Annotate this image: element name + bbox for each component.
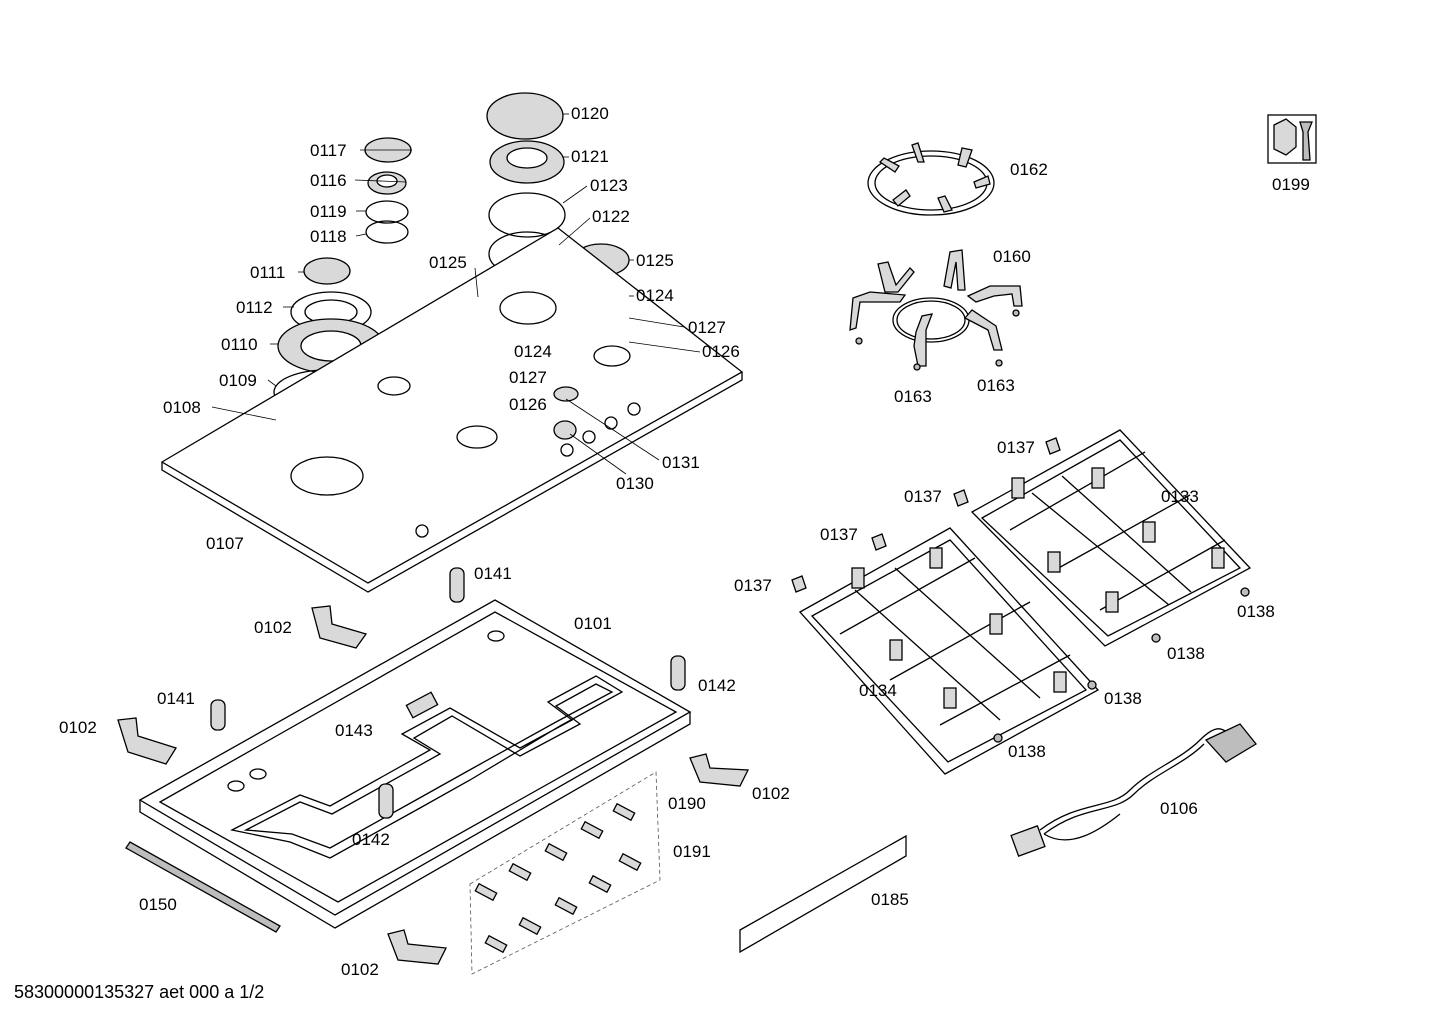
large-burner-parts [486,92,566,277]
label-0118: 0118 [310,227,347,246]
label-0191: 0191 [673,842,711,861]
leader-lines [211,113,701,475]
label-0108: 0108 [163,398,201,417]
label-0106: 0106 [1160,799,1198,818]
bottom-tray [138,599,692,929]
pan-support-right [970,429,1252,647]
label-0185: 0185 [871,890,909,909]
label-0137-1: 0137 [997,438,1035,457]
wok-support-ring [867,142,995,216]
label-0141-top: 0141 [474,564,512,583]
label-0160: 0160 [993,247,1031,266]
label-0102-2: 0102 [59,718,97,737]
pan-support-left [798,527,1100,775]
label-0124-left: 0124 [514,342,552,361]
label-0126-right: 0126 [702,342,740,361]
label-0199: 0199 [1272,175,1310,194]
label-0137-3: 0137 [820,525,858,544]
label-0102-1: 0102 [254,618,292,637]
label-0121: 0121 [571,147,609,166]
label-0127-right: 0127 [688,318,726,337]
label-0107: 0107 [206,534,244,553]
label-0116: 0116 [310,171,347,190]
seal-strip [125,841,281,933]
label-0141-left: 0141 [157,689,195,708]
label-0127-left: 0127 [509,368,547,387]
label-0163-left: 0163 [894,387,932,406]
label-0123: 0123 [590,176,628,195]
label-0142-bottom: 0142 [352,830,390,849]
label-0126-left: 0126 [509,395,547,414]
rubber-feet [210,567,686,819]
label-0122: 0122 [592,207,630,226]
label-0109: 0109 [219,371,257,390]
label-0124-right: 0124 [636,286,674,305]
label-0133: 0133 [1161,487,1199,506]
label-0190: 0190 [668,794,706,813]
label-0119: 0119 [310,202,347,221]
cooktop-plate [160,227,744,593]
label-0162: 0162 [1010,160,1048,179]
label-0137-4: 0137 [734,576,772,595]
small-burner-parts [364,137,412,244]
label-0117: 0117 [310,141,347,160]
label-0125-left: 0125 [429,253,467,272]
label-0125-right: 0125 [636,251,674,270]
wrench-icon [1267,114,1317,164]
document-id-footer: 58300000135327 aet 000 a 1/2 [14,982,265,1002]
label-0110: 0110 [221,335,258,354]
label-0138-3: 0138 [1104,689,1142,708]
label-0101: 0101 [574,614,612,633]
label-0134: 0134 [859,681,897,700]
support-clips [791,437,1250,743]
label-0138-1: 0138 [1237,602,1275,621]
brackets [117,605,750,965]
screw-set [469,771,661,975]
label-0163-right: 0163 [977,376,1015,395]
label-0130: 0130 [616,474,654,493]
label-0111: 0111 [250,263,286,282]
label-0142-right: 0142 [698,676,736,695]
label-0131: 0131 [662,453,700,472]
label-0138-4: 0138 [1008,742,1046,761]
wok-stand [849,249,1023,371]
label-0143: 0143 [335,721,373,740]
label-0150: 0150 [139,895,177,914]
label-0102-4: 0102 [341,960,379,979]
power-cord [1010,723,1257,857]
label-0102-3: 0102 [752,784,790,803]
label-0112: 0112 [236,298,273,317]
label-0138-2: 0138 [1167,644,1205,663]
label-0120: 0120 [571,104,609,123]
label-0137-2: 0137 [904,487,942,506]
cover-panel [739,834,907,954]
